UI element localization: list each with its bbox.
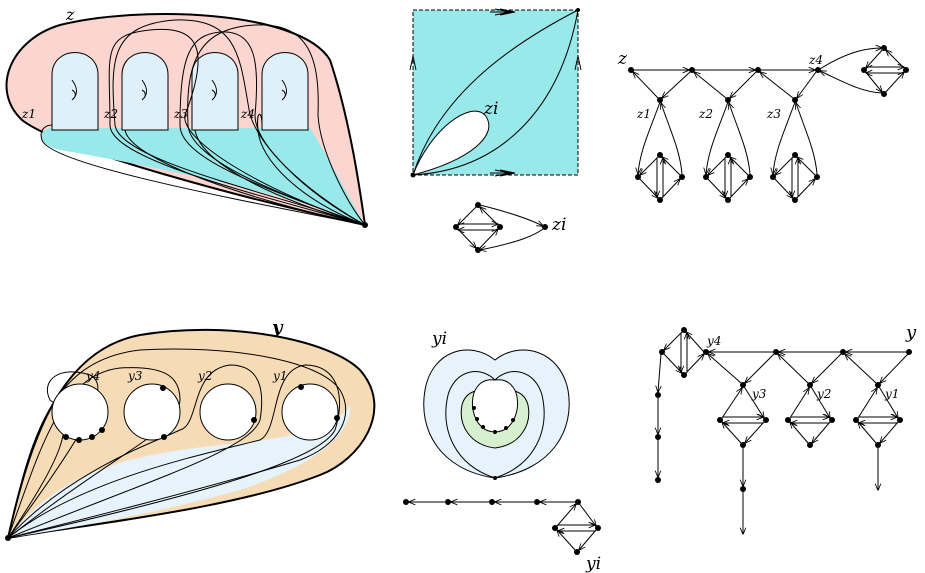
annulus-hole — [471, 379, 519, 433]
handles — [51, 52, 309, 131]
chain-label: yi — [585, 554, 601, 573]
hole-label-y1: y1 — [272, 369, 287, 383]
puncture-label-z2: z2 — [103, 107, 118, 121]
diamond-y2 — [785, 384, 835, 448]
top-surface-arcs — [40, 19, 366, 226]
diamond-y3 — [717, 384, 769, 534]
diamond-z3 — [770, 102, 820, 203]
bottom-quiver-label-y2: y2 — [816, 387, 831, 401]
bottom-quiver-label-y4: y4 — [706, 334, 721, 348]
bottom-surface-label: y — [271, 317, 284, 338]
top-surface-label: z — [65, 5, 75, 24]
puncture-label-z4: z4 — [240, 107, 255, 121]
diamond-z1 — [635, 102, 685, 203]
handle-1 — [51, 52, 99, 131]
diamond-y1 — [853, 384, 903, 490]
top-quiver-label-z2: z2 — [698, 107, 713, 121]
puncture-label-z3: z3 — [173, 107, 188, 121]
hole-label-y4: y4 — [85, 369, 100, 383]
puncture-label-z1: z1 — [21, 107, 36, 121]
hole-y1 — [281, 383, 339, 441]
top-surface-diagram: z z1 z2 z3 z4 — [5, 5, 368, 228]
hole-label-y3: y3 — [127, 369, 143, 383]
diamond-z4 — [820, 45, 909, 97]
hole-label-y2: y2 — [197, 369, 212, 383]
handle-3 — [191, 52, 239, 131]
annulus-label: yi — [431, 329, 447, 349]
square-hole — [412, 110, 490, 176]
diamond-z2 — [703, 102, 753, 203]
square-label: zi — [483, 99, 498, 119]
annulus-diagram: yi yi — [403, 329, 601, 573]
bottom-quiver-root-label: y — [905, 322, 917, 343]
bottom-holes — [51, 383, 340, 443]
bottom-surface-pale-region — [8, 405, 351, 538]
bottom-quiver-label-y3: y3 — [751, 387, 767, 401]
annulus-chain: yi — [403, 499, 601, 573]
bottom-surface-diagram: y y4 y3 y2 y1 — [5, 317, 376, 541]
handle-4 — [261, 52, 309, 131]
handle-2 — [121, 52, 169, 131]
top-surface-cyan-region — [41, 128, 365, 225]
bottom-quiver-label-y1: y1 — [884, 387, 899, 401]
hole-y2 — [199, 383, 257, 441]
hole-y3 — [123, 383, 181, 441]
bottom-quiver: y y4 y3 y2 y1 — [655, 322, 917, 534]
top-quiver-label-z1: z1 — [636, 107, 651, 121]
annulus-points — [472, 406, 515, 480]
square-diagram: zi zi — [409, 8, 582, 253]
small-quiver: zi — [453, 202, 566, 253]
diamond-y4 — [655, 327, 704, 483]
top-quiver-label-z4: z4 — [808, 53, 823, 67]
top-quiver-root-label: z — [617, 49, 628, 69]
top-quiver-label-z3: z3 — [766, 107, 781, 121]
top-quiver: z z1 z2 z3 z4 — [617, 45, 909, 203]
small-quiver-label: zi — [551, 215, 566, 235]
